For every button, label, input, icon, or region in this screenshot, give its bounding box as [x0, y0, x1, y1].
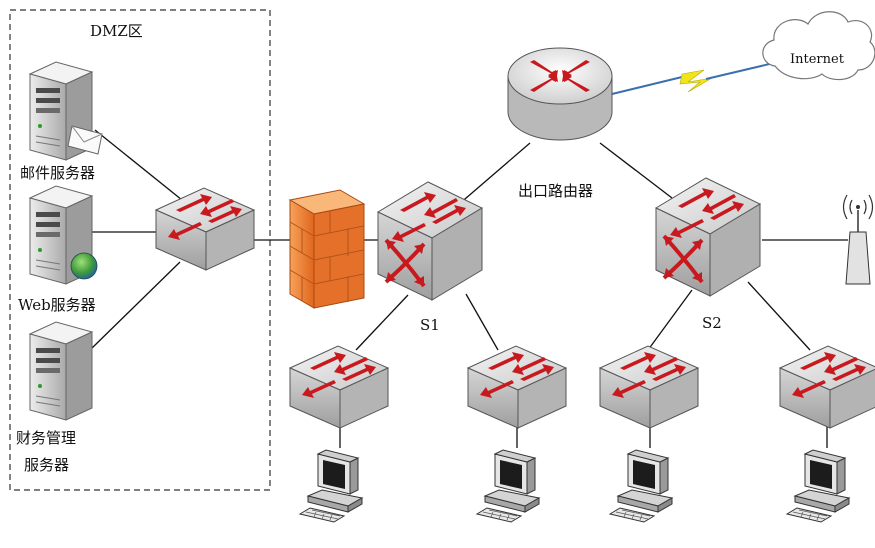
finance-server-label-line2: 服务器 [24, 456, 69, 474]
core-switch-s1 [376, 180, 484, 302]
globe-icon [70, 252, 98, 280]
access-switch [467, 345, 567, 429]
core-switch-s2 [654, 176, 762, 298]
internet-label: Internet [790, 52, 845, 67]
dmz-switch [155, 187, 255, 271]
pc-workstation [786, 449, 850, 523]
pc-workstation [299, 449, 363, 523]
mail-server [29, 61, 103, 161]
access-switch [779, 345, 875, 429]
mail-server-label: 邮件服务器 [20, 164, 95, 182]
dmz-zone-title: DMZ区 [90, 22, 143, 40]
firewall-icon [288, 189, 366, 309]
core-switch-s1-label: S1 [420, 316, 440, 334]
access-switch [599, 345, 699, 429]
finance-server [29, 321, 93, 421]
web-server [29, 185, 98, 285]
pc-workstation [609, 449, 673, 523]
web-server-label: Web服务器 [18, 296, 96, 314]
egress-router-label: 出口路由器 [518, 182, 593, 200]
router-arrows-icon [530, 60, 590, 92]
serial-wan-link [611, 61, 779, 95]
envelope-icon [67, 125, 103, 155]
finance-server-label-line1: 财务管理 [16, 429, 76, 447]
pc-workstation [476, 449, 540, 523]
core-switch-s2-label: S2 [702, 314, 722, 332]
wireless-ap-icon [842, 194, 874, 285]
access-switch [289, 345, 389, 429]
dmz-zone-boundary [9, 9, 271, 491]
egress-router [507, 47, 613, 141]
connection-links [85, 129, 848, 448]
internet-cloud [762, 11, 875, 81]
